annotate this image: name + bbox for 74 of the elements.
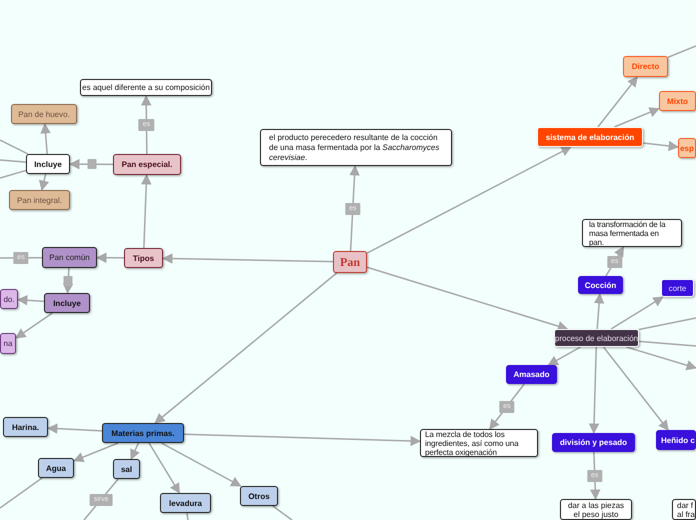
connector-line: [0, 159, 26, 163]
topic-box: sistema de elaboración: [537, 127, 643, 147]
topic-box: proceso de elaboración: [554, 329, 639, 347]
topic-box: Tipos: [124, 248, 163, 268]
topic-box: na: [0, 333, 16, 354]
arrow: [614, 107, 660, 128]
arrow: [161, 442, 242, 487]
topic-box: do.: [0, 289, 18, 309]
topic-box: esp: [678, 138, 696, 158]
connector-line: [0, 477, 42, 509]
connector-line: [186, 512, 189, 520]
arrow: [590, 452, 600, 500]
connector-line: [638, 340, 696, 347]
arrow: [68, 158, 113, 170]
arrow: [489, 384, 525, 430]
connector-line: [272, 505, 292, 520]
definition-box: la transformación de la masa fermentada en pan.: [582, 219, 682, 247]
arrow: [162, 253, 334, 264]
arrow: [46, 423, 102, 434]
arrow: [548, 346, 581, 366]
arrow: [610, 296, 664, 330]
arrow: [154, 272, 338, 424]
arrow: [642, 140, 680, 152]
connector-line: [0, 170, 26, 179]
definition-box: La mezcla de todos los ingredientes, así como una perfecta oxigenación: [420, 429, 538, 457]
definition-box: dar f al fra: [672, 499, 696, 520]
topic-box: sal: [113, 459, 140, 479]
arrow: [597, 76, 638, 128]
topic-box: levadura: [160, 493, 211, 513]
topic-box: Amasado: [506, 365, 557, 384]
topic-box: Pan integral.: [9, 190, 70, 210]
arrow: [141, 174, 152, 248]
arrow: [366, 146, 572, 254]
topic-box: Harina.: [3, 417, 48, 437]
topic-box: Cocción: [578, 276, 623, 294]
topic-box: Mixto: [659, 91, 696, 111]
connector-line: [83, 478, 119, 520]
topic-box: Heñido c: [656, 430, 696, 450]
topic-box: Incluye: [26, 154, 70, 174]
topic-box: Otros: [240, 486, 278, 506]
arrow: [594, 292, 604, 330]
topic-box: Pan especial.: [113, 154, 181, 175]
central-topic: Pan: [333, 251, 367, 273]
arrow: [15, 312, 53, 339]
arrow: [38, 174, 50, 192]
topic-box: Materias primas.: [102, 423, 184, 443]
topic-box: Directo: [623, 56, 668, 77]
arrow: [349, 164, 360, 252]
arrow: [40, 122, 51, 154]
topic-box: Incluye: [44, 293, 90, 313]
connector-line: [0, 139, 28, 155]
arrow: [184, 433, 422, 446]
topic-box: Agua: [38, 458, 74, 478]
arrow: [366, 266, 568, 332]
definition-box: dar a las piezas el peso justo: [560, 499, 632, 520]
connector-line: [638, 317, 696, 330]
topic-box: Pan común: [42, 247, 97, 268]
arrow: [602, 346, 669, 431]
arrow: [16, 295, 44, 306]
topic-box: Pan de huevo.: [11, 104, 77, 124]
connector-line: [0, 256, 42, 259]
arrow: [96, 252, 124, 263]
arrow: [73, 442, 118, 462]
topic-box: división y pesado: [552, 433, 635, 452]
arrow: [140, 94, 152, 154]
definition-box: es aquel diferente a su composición: [80, 79, 212, 96]
arrow: [626, 346, 696, 370]
definition-box: el producto perecedero resultante de la cocción de una masa fermentada por la Saccharomyces cerevisiae.: [260, 129, 452, 166]
arrow: [130, 442, 140, 460]
connector-line: [668, 45, 696, 58]
arrow: [148, 442, 180, 494]
arrow: [62, 268, 74, 294]
topic-box: corte: [661, 279, 694, 297]
arrow: [588, 346, 600, 434]
